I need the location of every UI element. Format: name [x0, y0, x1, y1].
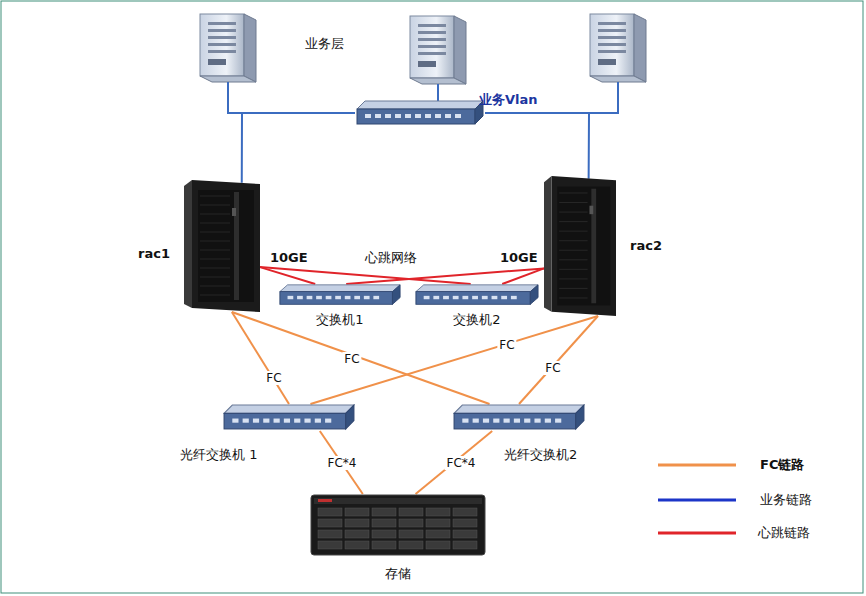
link-label: FC — [264, 371, 283, 385]
link-line — [320, 431, 363, 494]
switch-device: 光纤交换机 1 — [222, 404, 356, 431]
link-line — [519, 316, 598, 404]
server-icon — [410, 16, 466, 84]
link-label: FC — [342, 352, 361, 366]
device-icon — [310, 494, 486, 556]
link-line — [346, 268, 544, 284]
switch-device: 交换机2 — [414, 284, 540, 306]
device-icon — [544, 176, 616, 316]
annotation-label: 心跳网络 — [365, 250, 417, 266]
device-icon — [452, 404, 586, 431]
annotation-label: 业务层 — [305, 36, 344, 52]
device-icon — [222, 404, 356, 431]
link-line — [260, 267, 471, 284]
link-label: FC — [497, 338, 516, 352]
legend-text: 心跳链路 — [758, 525, 810, 541]
device-label: 存储 — [385, 566, 411, 582]
server-icon — [590, 14, 646, 82]
link-line — [416, 431, 493, 494]
server-cabinet: rac2 — [544, 176, 616, 316]
link-label: FC — [543, 361, 562, 375]
link-line — [502, 268, 544, 284]
server-icon — [200, 14, 256, 82]
link-line — [485, 113, 589, 179]
legend-text: 业务链路 — [760, 492, 812, 508]
device-label: 业务Vlan — [479, 92, 538, 108]
switch-device: 光纤交换机2 — [452, 404, 586, 431]
link-line — [232, 312, 289, 404]
server-cabinet: rac1 — [184, 180, 260, 312]
switch-device: 业务Vlan — [355, 100, 485, 126]
link-line — [310, 316, 598, 404]
legend-lines — [658, 465, 736, 533]
device-label: 交换机2 — [453, 312, 500, 328]
link-line — [242, 113, 355, 183]
annotation-label: 10GE — [500, 250, 538, 266]
device-label: rac2 — [630, 238, 662, 254]
device-icon — [355, 100, 485, 126]
storage-array: 存储 — [310, 494, 486, 556]
device-icon — [414, 284, 540, 306]
link-label: FC*4 — [326, 456, 359, 470]
device-label: 光纤交换机2 — [504, 447, 577, 463]
device-label: 交换机1 — [316, 312, 363, 328]
link-label: FC*4 — [445, 456, 478, 470]
annotation-label: 10GE — [270, 250, 308, 266]
device-label: rac1 — [138, 246, 170, 262]
legend-text: FC链路 — [760, 457, 804, 473]
switch-device: 交换机1 — [278, 284, 402, 306]
link-line — [232, 312, 490, 404]
device-label: 光纤交换机 1 — [180, 447, 257, 463]
device-icon — [184, 180, 260, 312]
device-icon — [278, 284, 402, 306]
service-wires — [228, 82, 618, 113]
